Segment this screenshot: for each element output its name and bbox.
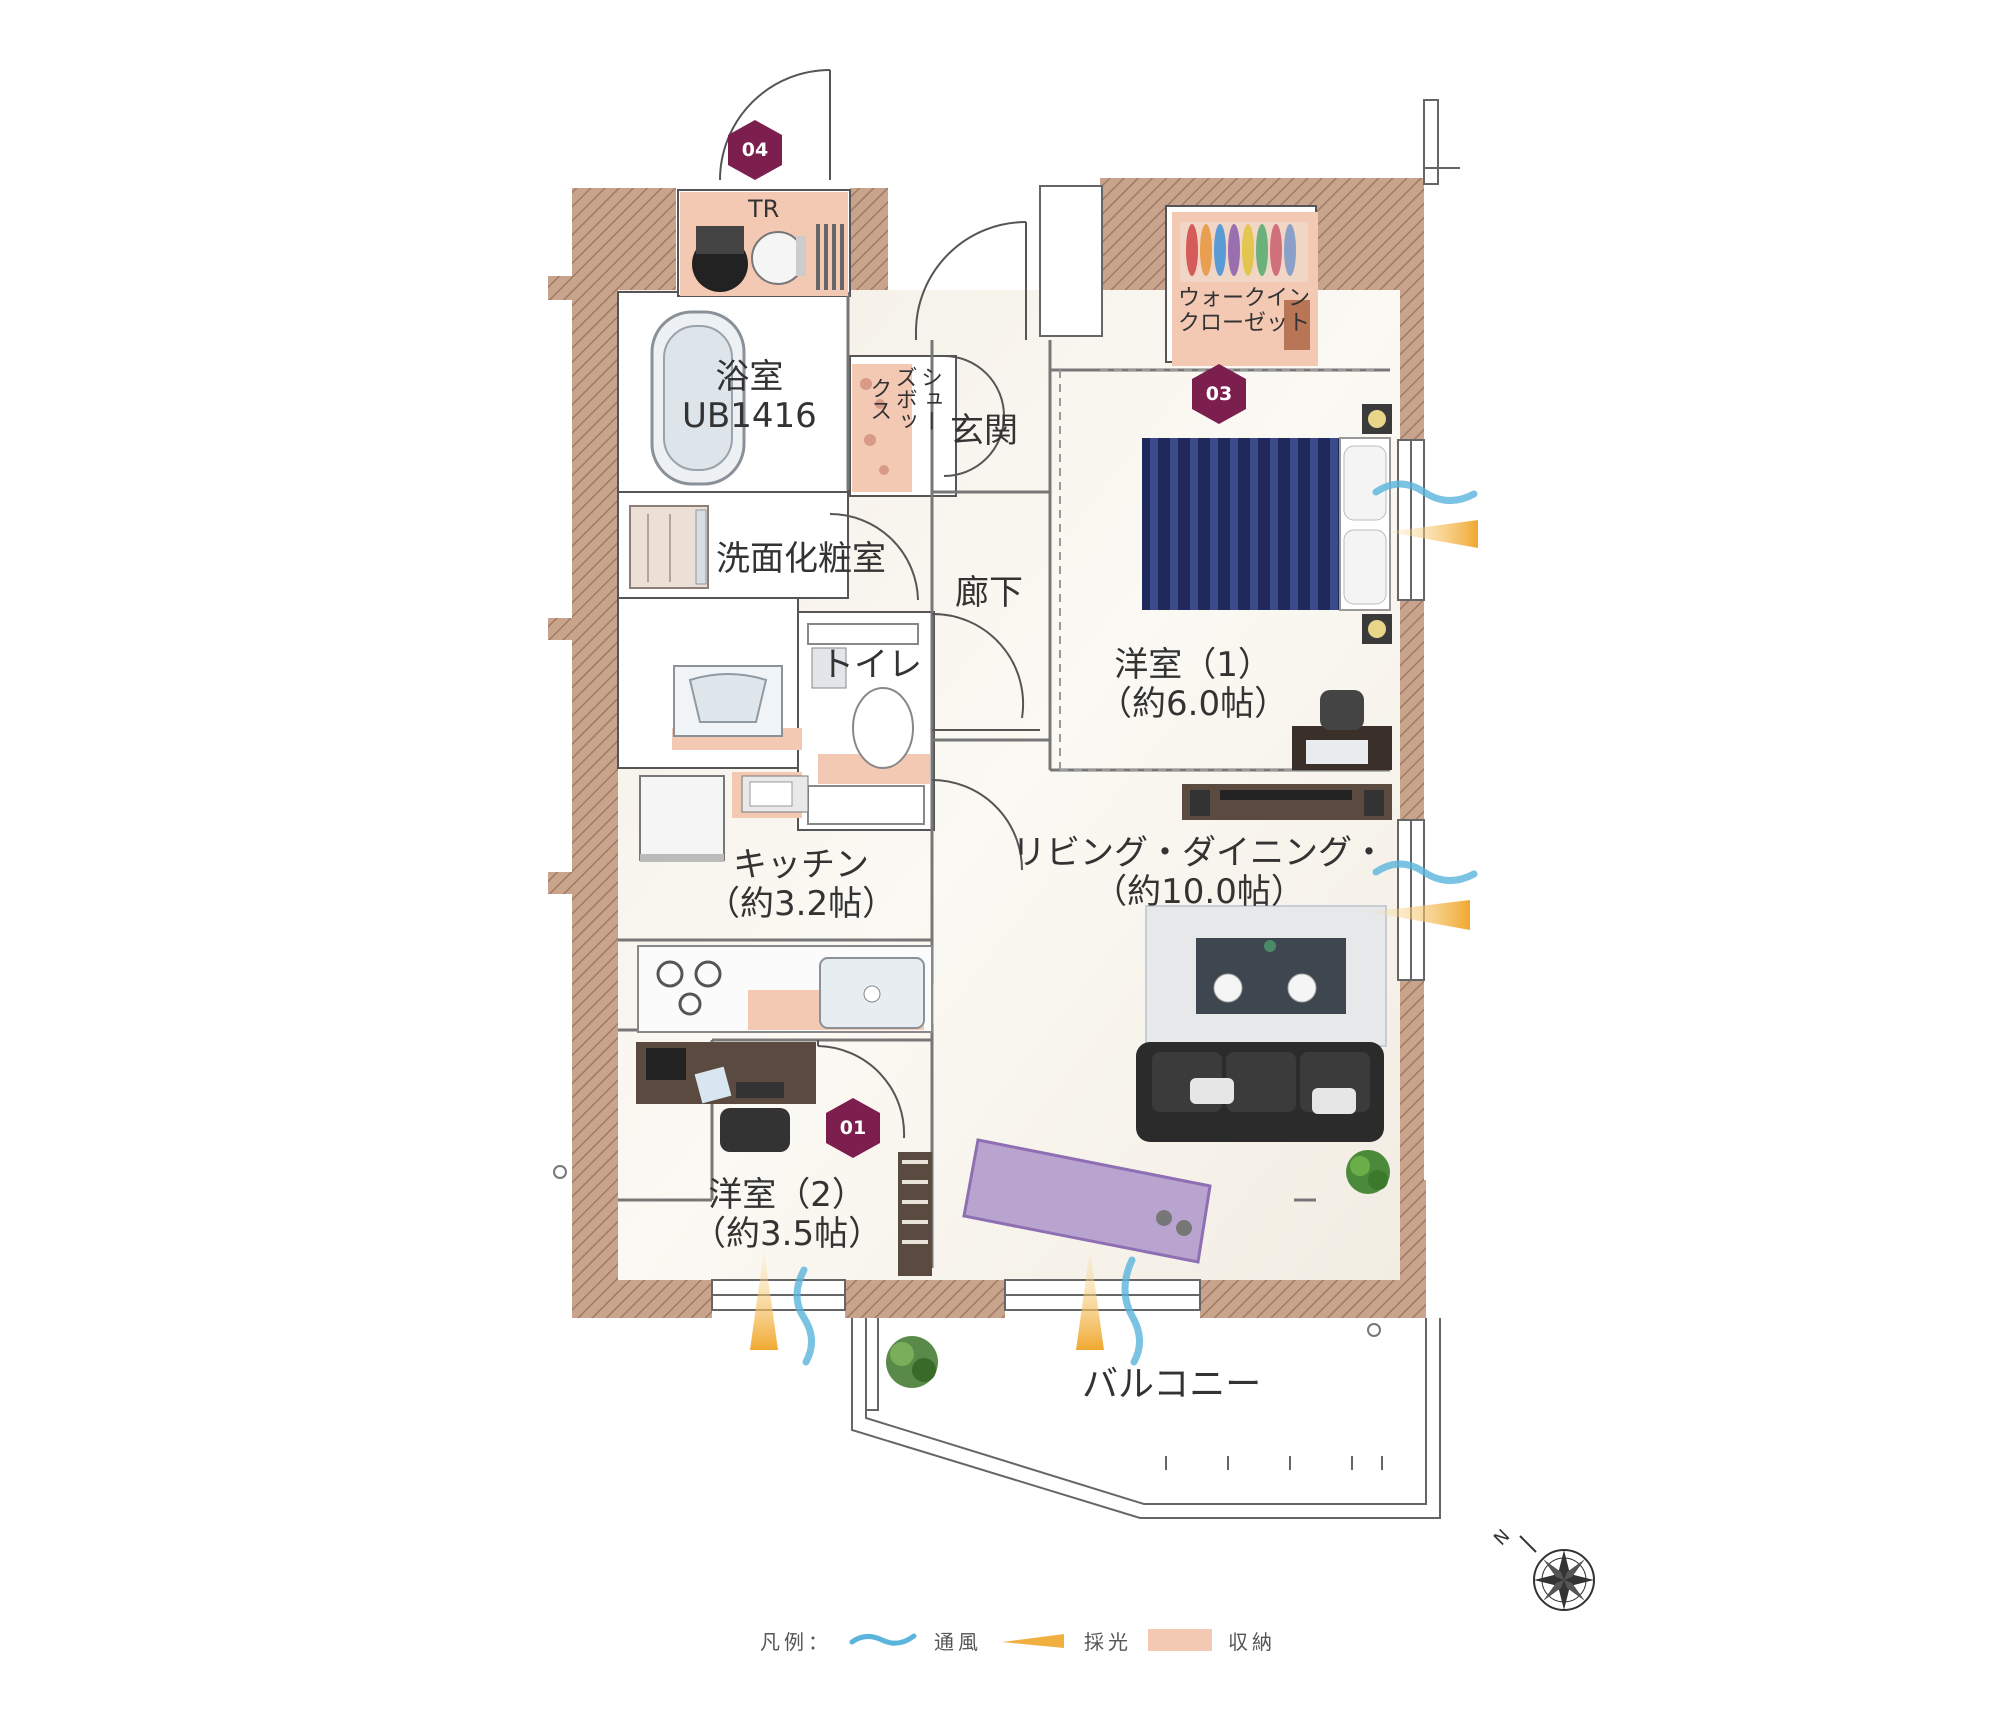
label-kitchen-name: キッチン: [733, 845, 870, 885]
badge-03[interactable]: 03: [1190, 362, 1248, 426]
bookshelf: [898, 1152, 932, 1276]
yoga-mat: [962, 1138, 1212, 1264]
badge-04-text: 04: [741, 139, 769, 161]
wind-icon: [849, 1633, 917, 1646]
label-bath-unit: UB1416: [682, 396, 817, 437]
plant-balcony: [886, 1336, 938, 1388]
label-western2-size: （約3.5帖）: [692, 1214, 883, 1255]
label-shoe-box-1: シュー: [916, 366, 942, 432]
dining-set: [1145, 905, 1387, 1047]
label-shoe-box: シュー ズボッ クス: [866, 366, 942, 432]
label-walkin-closet: ウォークイン クローゼット: [1178, 286, 1310, 337]
hexagon-icon: [826, 1098, 880, 1158]
label-walkin-1: ウォークイン: [1178, 286, 1311, 311]
label-living-name: リビング・ダイニング・: [1012, 833, 1386, 873]
label-western1-size: （約6.0帖）: [1098, 684, 1289, 725]
label-bath-name: 浴室: [715, 357, 784, 397]
closet-clothes: [1180, 222, 1310, 350]
balcony-outline: [851, 1318, 1441, 1519]
label-bath: 浴室 UB1416: [682, 357, 817, 437]
sofa: [1136, 1042, 1384, 1142]
badge-04[interactable]: 04: [726, 118, 784, 182]
label-western1-name: 洋室（1）: [1114, 645, 1272, 685]
refrigerator: [639, 775, 725, 862]
badge-03-text: 03: [1205, 383, 1233, 405]
label-balcony: バルコニー: [1082, 1364, 1262, 1405]
label-hallway: 廊下: [955, 573, 1023, 613]
label-toilet: トイレ: [820, 645, 922, 685]
label-living-size: （約10.0帖）: [1093, 872, 1305, 913]
label-living-dining: リビング・ダイニング・ （約10.0帖）: [1012, 833, 1386, 913]
vanity-sink: [673, 665, 783, 737]
label-entrance: 玄関: [950, 411, 1018, 451]
label-kitchen: キッチン （約3.2帖）: [706, 845, 897, 925]
desk-room1: [1292, 690, 1392, 770]
legend: 凡例： 通風 採光 収納: [760, 1624, 1276, 1656]
storage-swatch: [1148, 1629, 1212, 1651]
badge-01[interactable]: 01: [824, 1096, 882, 1160]
label-western-room-2: 洋室（2） （約3.5帖）: [692, 1175, 883, 1255]
legend-storage: 収納: [1228, 1629, 1276, 1654]
label-shoe-box-3: クス: [866, 377, 892, 421]
desk-room2: [636, 1042, 816, 1152]
label-walkin-2: クローゼット: [1178, 311, 1311, 337]
hexagon-icon: [1192, 364, 1246, 424]
legend-lighting: 採光: [1084, 1629, 1132, 1654]
washing-machine: [629, 505, 709, 589]
label-kitchen-size: （約3.2帖）: [706, 884, 897, 925]
windows: [711, 99, 1460, 1311]
label-western2-name: 洋室（2）: [708, 1175, 866, 1215]
hexagon-icon: [728, 120, 782, 180]
compass-icon: [1519, 1535, 1595, 1611]
badge-01-text: 01: [839, 1117, 867, 1139]
legend-title: 凡例：: [760, 1629, 832, 1654]
ventilation-arrows: [793, 480, 1478, 1366]
light-icon: [1002, 1634, 1064, 1648]
label-western-room-1: 洋室（1） （約6.0帖）: [1098, 645, 1289, 725]
kitchen-counter: [637, 945, 933, 1033]
microwave: [741, 775, 809, 813]
label-washroom: 洗面化粧室: [716, 539, 886, 579]
label-tr: TR: [748, 195, 780, 223]
double-bed: [1142, 404, 1392, 644]
plant-living: [1346, 1150, 1390, 1194]
label-shoe-box-2: ズボッ: [891, 366, 917, 432]
shoe-box-items: [860, 378, 889, 475]
bathtub: [650, 310, 746, 486]
light-arrows: [750, 520, 1478, 1350]
tv-board: [1182, 784, 1392, 820]
door-swings: [719, 69, 1040, 1139]
legend-ventilation: 通風: [934, 1629, 982, 1654]
laundry-appliances: [692, 224, 844, 292]
